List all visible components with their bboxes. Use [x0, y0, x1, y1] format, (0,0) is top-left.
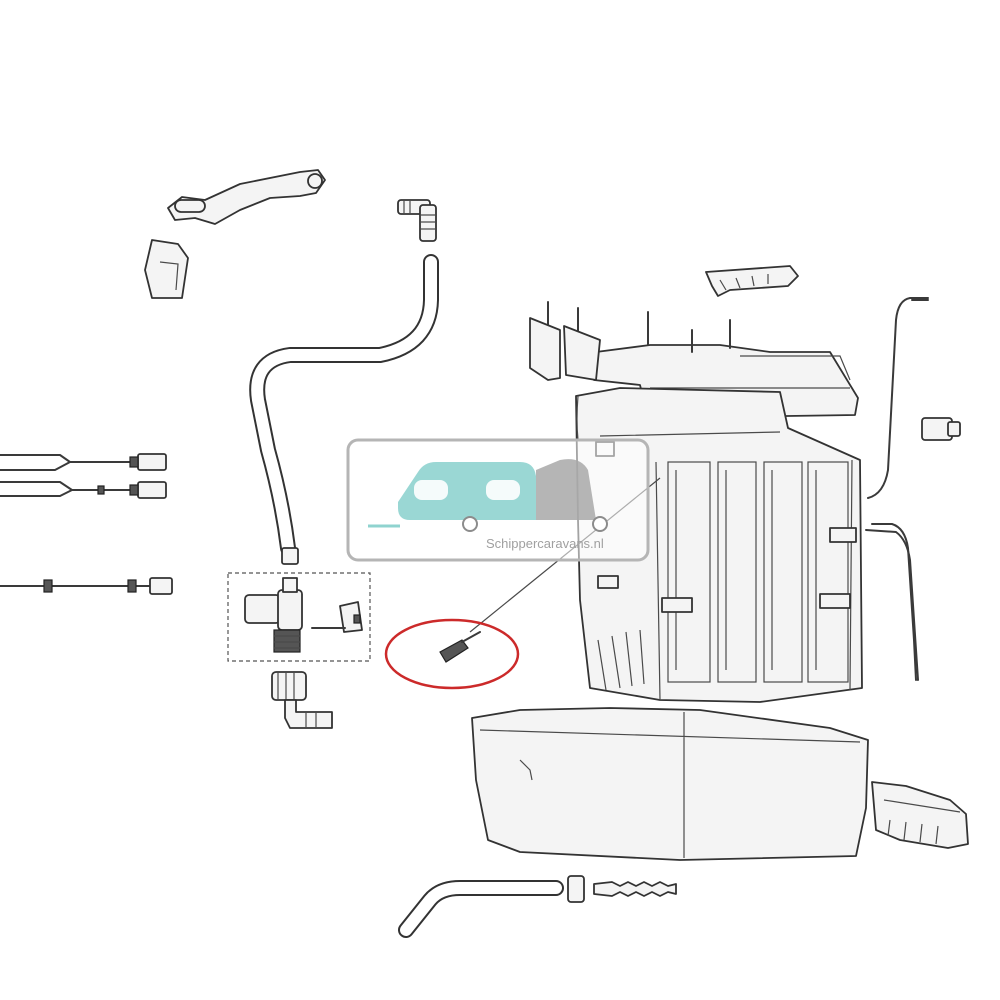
- bottom-shell-part: [471, 707, 969, 861]
- watermark-logo: Schippercaravans.nl: [346, 438, 650, 562]
- lever-arm-part: [167, 169, 326, 225]
- wiring-cable-lower: [0, 577, 173, 595]
- elbow-connector-part: [397, 199, 437, 242]
- clip-part: [144, 239, 189, 299]
- caravan-teal-icon: [398, 462, 536, 520]
- caravan-grey-icon: [536, 459, 596, 520]
- bracket-clip-part: [705, 265, 799, 297]
- watermark-text: Schippercaravans.nl: [486, 536, 604, 551]
- highlight-ellipse: [384, 618, 520, 690]
- water-hose-part: [249, 254, 439, 565]
- highlighted-sensor-part: [439, 631, 481, 663]
- cap-part: [921, 417, 961, 441]
- valve-assembly-group: [227, 572, 371, 662]
- thermo-wire-part: [865, 297, 929, 681]
- wiring-harness-upper: [0, 453, 167, 499]
- drain-hose-part: [398, 875, 677, 938]
- nut-and-barb-part: [271, 671, 333, 729]
